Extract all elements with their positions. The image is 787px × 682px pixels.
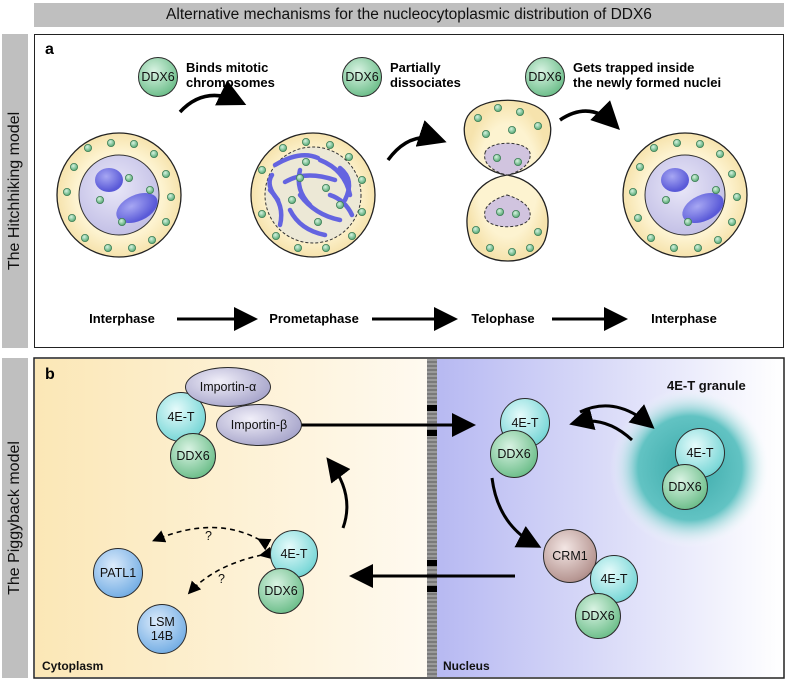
lsm14b-line1: LSM [149, 615, 175, 629]
importin-alpha: Importin-α [185, 367, 271, 407]
nuclear-envelope [427, 359, 437, 677]
ddx6-ball-cyto: DDX6 [258, 568, 304, 614]
caption-step1-line1: Binds mitotic [186, 60, 269, 75]
panel-b-border [33, 357, 785, 679]
cytoplasm-label: Cytoplasm [42, 659, 104, 673]
phase-prometaphase: Prometaphase [269, 311, 359, 326]
panel-a-letter: a [45, 41, 54, 58]
side-bar-b [2, 358, 28, 678]
panel-a: a [34, 34, 784, 348]
panel-b-letter: b [45, 366, 55, 383]
caption-step3: Gets trapped inside the newly formed nuc… [573, 60, 721, 90]
lsm14b-line2: 14B [150, 629, 174, 643]
ddx6-ball-step1: DDX6 [138, 57, 178, 97]
ddx6-ball-nucleus: DDX6 [490, 430, 538, 478]
dashed-interaction-arrows [152, 526, 273, 595]
cell-prometaphase [250, 132, 376, 258]
lsm14b-ball: LSM 14B [137, 604, 187, 654]
figure-title: Alternative mechanisms for the nucleocyt… [34, 3, 784, 27]
caption-step2-line1: Partially [390, 60, 441, 75]
cell-interphase-2 [622, 132, 748, 258]
side-bar-a [2, 34, 28, 348]
transport-arrows [300, 404, 655, 588]
importin-beta: Importin-β [216, 404, 302, 446]
nucleus-label: Nucleus [443, 659, 490, 673]
phase-interphase-2: Interphase [651, 311, 717, 326]
caption-step2: Partially dissociates [390, 60, 461, 90]
patl1-ball: PATL1 [93, 548, 143, 598]
crm1-ball: CRM1 [543, 529, 597, 583]
ddx6-ball-step2: DDX6 [342, 57, 382, 97]
ddx6-ball-step3: DDX6 [525, 57, 565, 97]
ddx6-ball-export: DDX6 [575, 593, 621, 639]
ddx6-dots [63, 104, 742, 256]
ddx6-ball-import: DDX6 [170, 433, 216, 479]
granule-label: 4E-T granule [667, 378, 746, 393]
curved-arrows-a [178, 80, 620, 162]
ddx6-ball-granule: DDX6 [662, 464, 708, 510]
nuclear-pores [427, 405, 437, 592]
question-mark-1: ? [205, 529, 212, 543]
chromosomes [267, 152, 355, 238]
caption-step2-line2: dissociates [390, 75, 461, 90]
phase-interphase-1: Interphase [89, 311, 155, 326]
phase-telophase: Telophase [471, 311, 535, 326]
cell-interphase-1 [56, 132, 182, 258]
question-mark-2: ? [218, 572, 225, 586]
caption-step1-line2: chromosomes [186, 75, 275, 90]
caption-step3-line1: Gets trapped inside [573, 60, 695, 75]
cell-telophase [463, 99, 552, 262]
caption-step3-line2: the newly formed nuclei [573, 75, 722, 90]
caption-step1: Binds mitotic chromosomes [186, 60, 275, 90]
